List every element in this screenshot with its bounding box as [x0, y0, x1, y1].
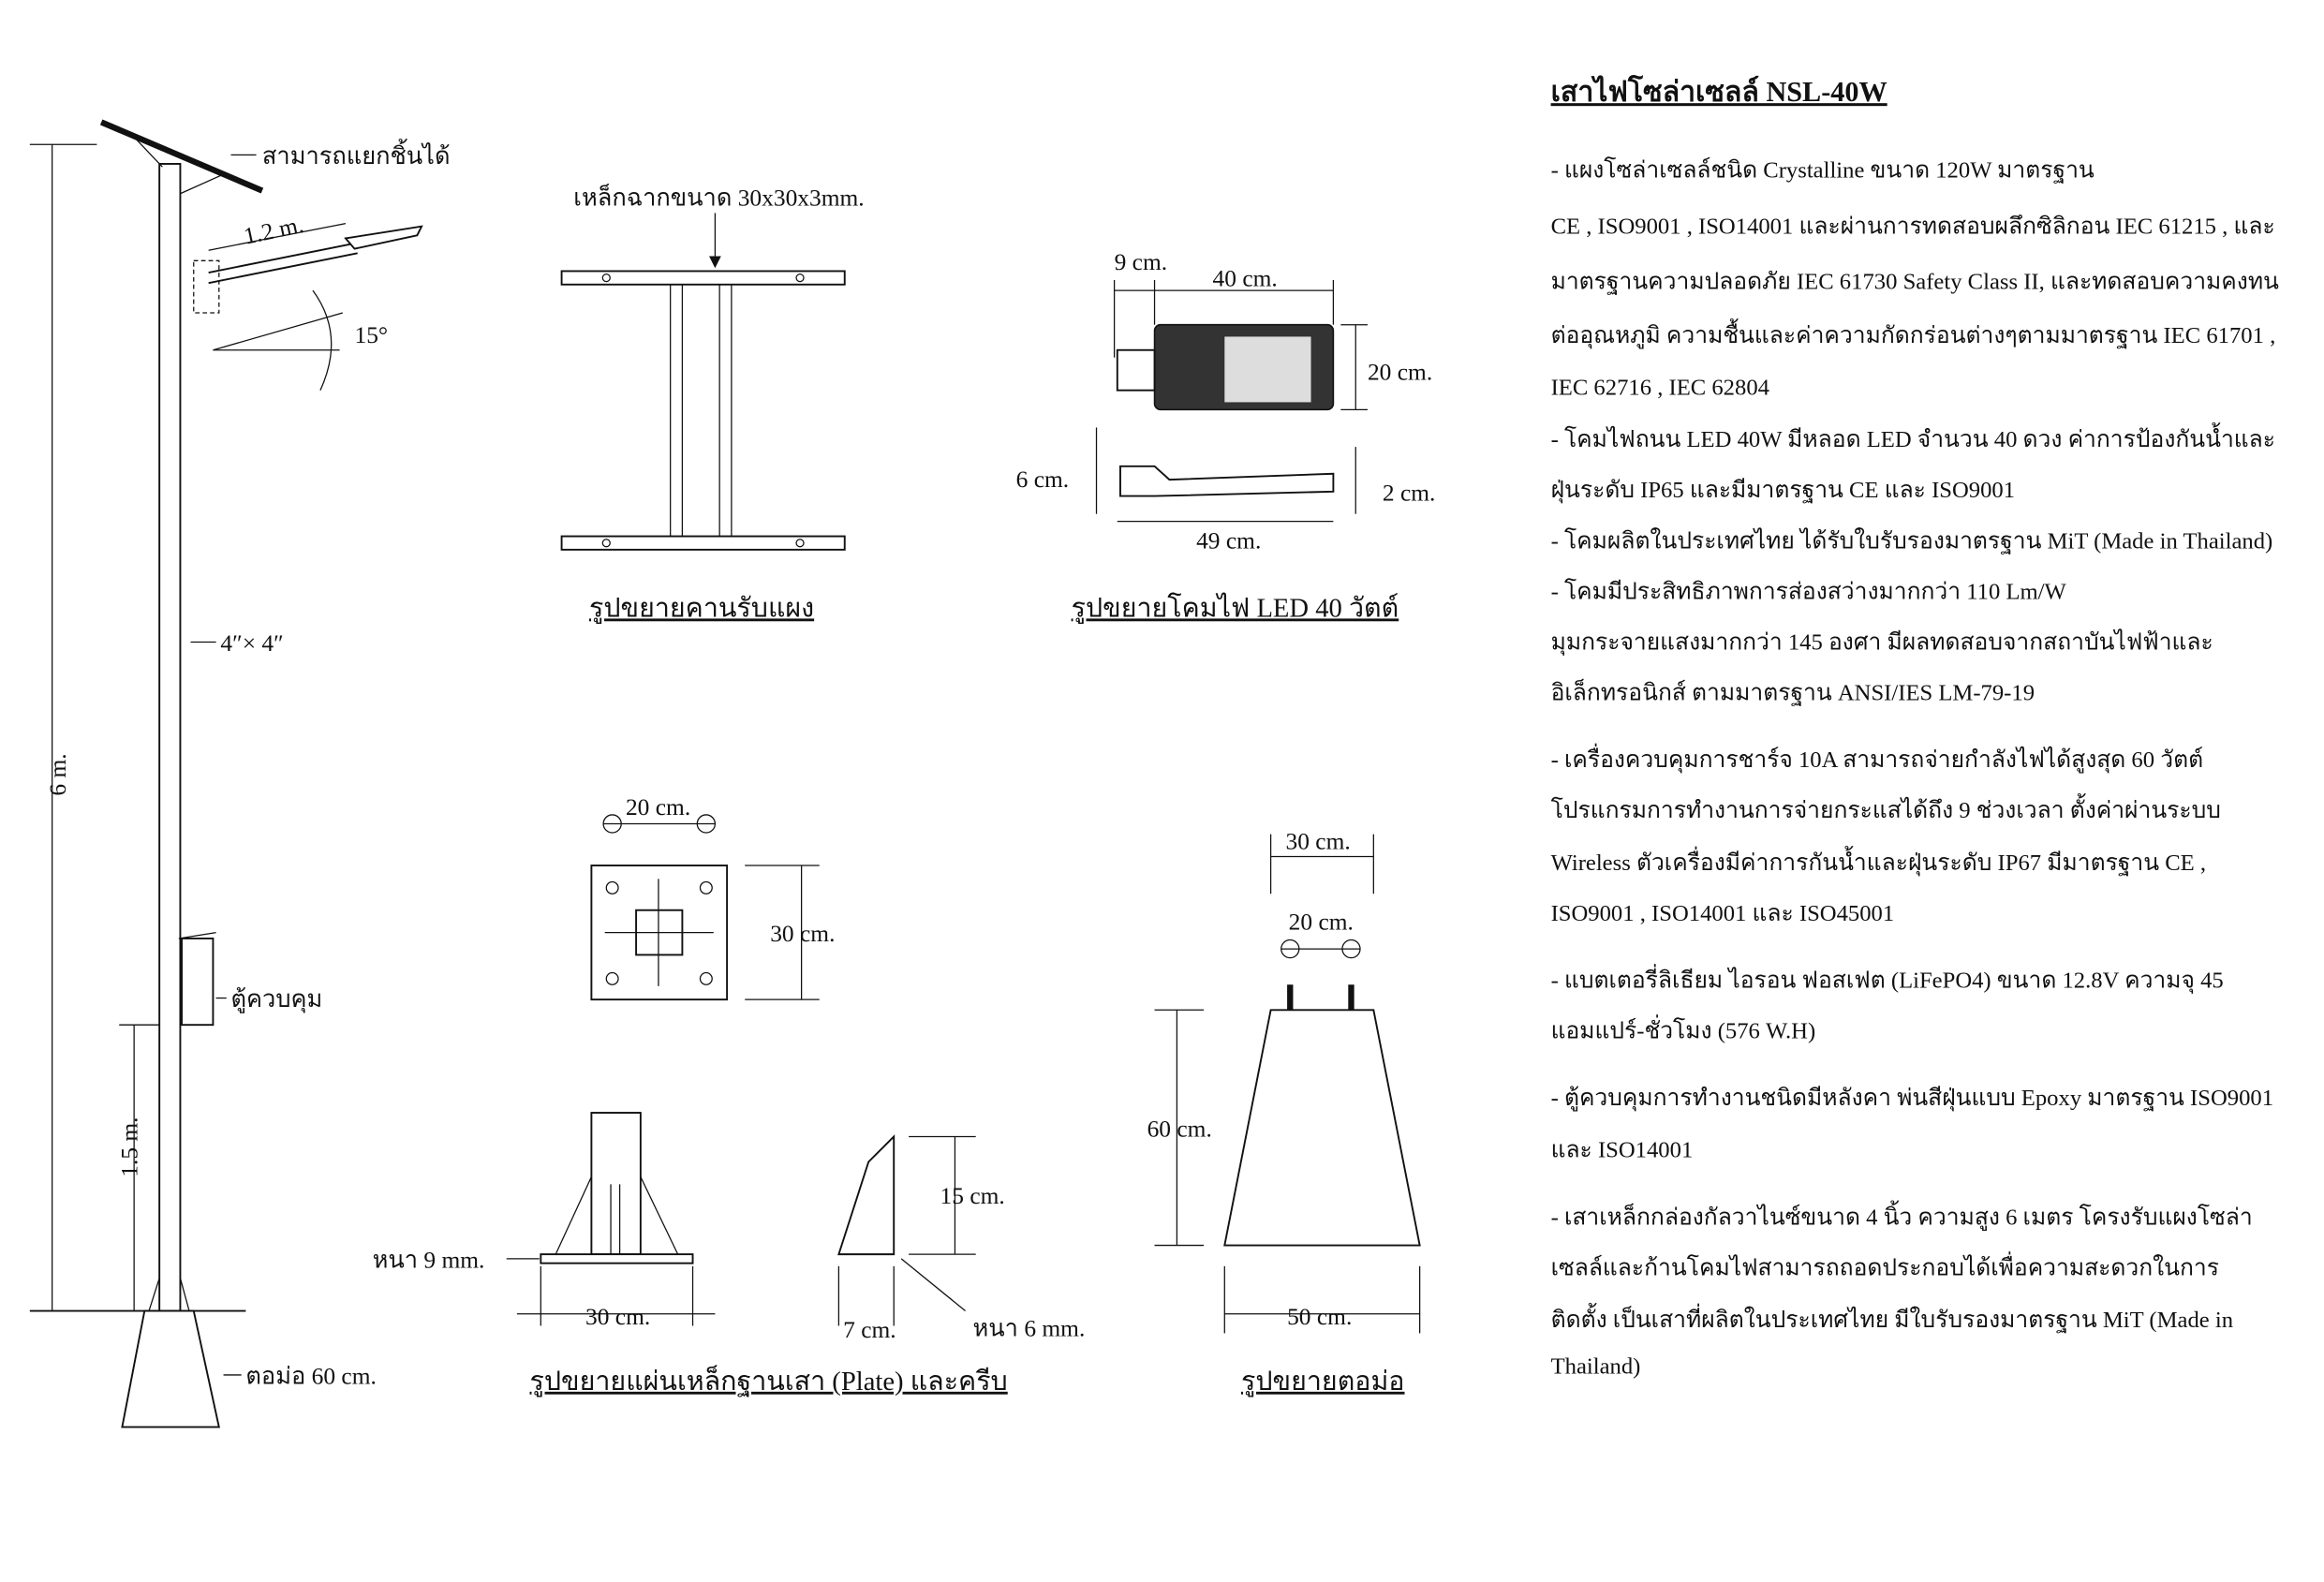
- tilt-angle-label: 15°: [355, 321, 389, 348]
- spec-title: เสาไฟโซล่าเซลล์ NSL-40W: [1551, 74, 1887, 108]
- pole-size-label: 4″× 4″: [220, 629, 283, 657]
- spec-line: ฝุ่นระดับ IP65 และมีมาตรฐาน CE และ ISO90…: [1551, 478, 2015, 504]
- spec-text: เสาไฟโซล่าเซลล์ NSL-40W - แผงโซล่าเซลล์ช…: [1551, 74, 2279, 1379]
- spec-line: - ตู้ควบคุมการทำงานชนิดมีหลังคา พ่นสีฝุ่…: [1551, 1086, 2273, 1112]
- spec-line: - เสาเหล็กกล่องกัลวาไนซ์ขนาด 4 นิ้ว ความ…: [1551, 1200, 2253, 1231]
- lamp-side-view: [1119, 465, 1335, 497]
- footing-bolt-spacing: 20 cm.: [1289, 908, 1354, 935]
- beam-material-label: เหล็กฉากขนาด 30x30x3mm.: [573, 183, 864, 211]
- spec-line: - เครื่องควบคุมการชาร์จ 10A สามารถจ่ายกำ…: [1551, 743, 2203, 774]
- footing: [121, 1309, 220, 1428]
- lamp-dim-9: 9 cm.: [1115, 248, 1168, 275]
- spec-line: อิเล็กทรอนิกส์ ตามมาตรฐาน ANSI/IES LM-79…: [1551, 677, 2035, 705]
- footing-bottom-width: 50 cm.: [1287, 1303, 1352, 1330]
- spec-line: แอมแปร์-ชั่วโมง (576 W.H): [1551, 1014, 1816, 1044]
- spec-line: มุมกระจายแสงมากกว่า 145 องศา มีผลทดสอบจา…: [1551, 628, 2213, 656]
- pole-elevation: สามารถแยกชิ้นได้ 1.2 m. 15° 6 m. 4″× 4″ …: [29, 119, 451, 1428]
- lamp-caption: รูปขยายโคมไฟ LED 40 วัตต์: [1072, 592, 1399, 624]
- plate-thickness-label: หนา 9 mm.: [373, 1246, 485, 1273]
- spec-line: - โคมมีประสิทธิภาพการส่องสว่างมากกว่า 11…: [1551, 578, 2067, 604]
- lamp-detail: 9 cm. 40 cm. 20 cm. 6 cm. 2 cm. 49 cm. ร…: [1016, 248, 1436, 625]
- spec-line: - โคมไฟถนน LED 40W มีหลอด LED จำนวน 40 ด…: [1551, 422, 2275, 452]
- spec-line: - แผงโซล่าเซลล์ชนิด Crystalline ขนาด 120…: [1551, 156, 2095, 183]
- arm-bracket: [193, 259, 220, 314]
- plate-caption: รูปขยายแผ่นเหล็กฐานเสา (Plate) และครีบ: [530, 1364, 1008, 1397]
- rib-thickness-label: หนา 6 mm.: [973, 1315, 1086, 1342]
- lamp-head: [344, 225, 423, 250]
- spec-line: CE , ISO9001 , ISO14001 และผ่านการทดสอบผ…: [1551, 214, 2275, 240]
- spec-line: มาตรฐานความปลอดภัย IEC 61730 Safety Clas…: [1551, 270, 2279, 295]
- lamp-dim-2: 2 cm.: [1383, 479, 1436, 506]
- lamp-dim-6: 6 cm.: [1016, 466, 1070, 493]
- footing-label: ตอม่อ 60 cm.: [245, 1362, 376, 1389]
- plate-size-label: 30 cm.: [770, 920, 835, 947]
- lamp-dim-20: 20 cm.: [1368, 359, 1432, 386]
- arm-length-label: 1.2 m.: [242, 211, 306, 250]
- plate-hole-spacing: 20 cm.: [626, 793, 690, 821]
- led-array: [1224, 336, 1311, 403]
- footing-detail: 30 cm. 20 cm. 60 cm. 50 cm. รูปขยายตอม่อ: [1147, 828, 1421, 1397]
- spec-line: - แบตเตอรี่ลิเธียม ไอรอน ฟอสเฟต (LiFePO4…: [1551, 963, 2224, 994]
- detachable-label: สามารถแยกชิ้นได้: [262, 139, 451, 170]
- spec-line: โปรแกรมการทำงานการจ่ายกระแสได้ถึง 9 ช่วง…: [1551, 793, 2221, 823]
- rib-width-label: 7 cm.: [843, 1316, 896, 1343]
- beam-caption: รูปขยายคานรับแผง: [589, 593, 814, 624]
- height-label: 6 m.: [44, 753, 71, 795]
- beam-detail: เหล็กฉากขนาด 30x30x3mm. รูปขยายคานรับแผง: [560, 183, 865, 624]
- spec-line: ISO9001 , ISO14001 และ ISO45001: [1551, 901, 1895, 926]
- solar-panel: [99, 119, 264, 194]
- plate-width-label: 30 cm.: [585, 1303, 650, 1330]
- pole: [158, 162, 182, 1312]
- footing-top-width: 30 cm.: [1286, 828, 1351, 855]
- angle-arc: [312, 289, 333, 391]
- box-height-label: 1.5 m.: [115, 1116, 142, 1176]
- spec-line: เซลล์และก้านโคมไฟสามารถถอดประกอบได้เพื่อ…: [1551, 1250, 2219, 1280]
- control-box: [181, 937, 215, 1027]
- spec-line: IEC 62716 , IEC 62804: [1551, 375, 1769, 400]
- footing-caption: รูปขยายตอม่อ: [1241, 1367, 1404, 1397]
- footing-elevation: [1223, 1009, 1421, 1247]
- spec-line: ติดตั้ง เป็นเสาที่ผลิตในประเทศไทย มีใบรั…: [1551, 1303, 2233, 1333]
- lamp-dim-49: 49 cm.: [1196, 526, 1261, 554]
- control-box-label: ตู้ควบคุม: [231, 985, 323, 1013]
- rib-height-label: 15 cm.: [940, 1182, 1005, 1209]
- lamp-dim-40: 40 cm.: [1213, 264, 1278, 291]
- spec-line: - โคมผลิตในประเทศไทย ได้รับใบรับรองมาตรฐ…: [1551, 527, 2273, 554]
- spec-line: และ ISO14001: [1551, 1138, 1694, 1163]
- rib: [837, 1134, 896, 1256]
- base-plate-side: [590, 1112, 642, 1256]
- spec-line: Thailand): [1551, 1353, 1641, 1379]
- spec-line: ต่ออุณหภูมิ ความชื้นและค่าความกัดกร่อนต่…: [1551, 318, 2276, 349]
- plate-detail: 20 cm. 30 cm. หนา 9 mm. 30 cm. 15 cm. 7 …: [373, 793, 1086, 1397]
- spec-line: Wireless ตัวเครื่องมีค่าการกันน้ำและฝุ่น…: [1551, 846, 2206, 877]
- footing-height-label: 60 cm.: [1147, 1115, 1212, 1142]
